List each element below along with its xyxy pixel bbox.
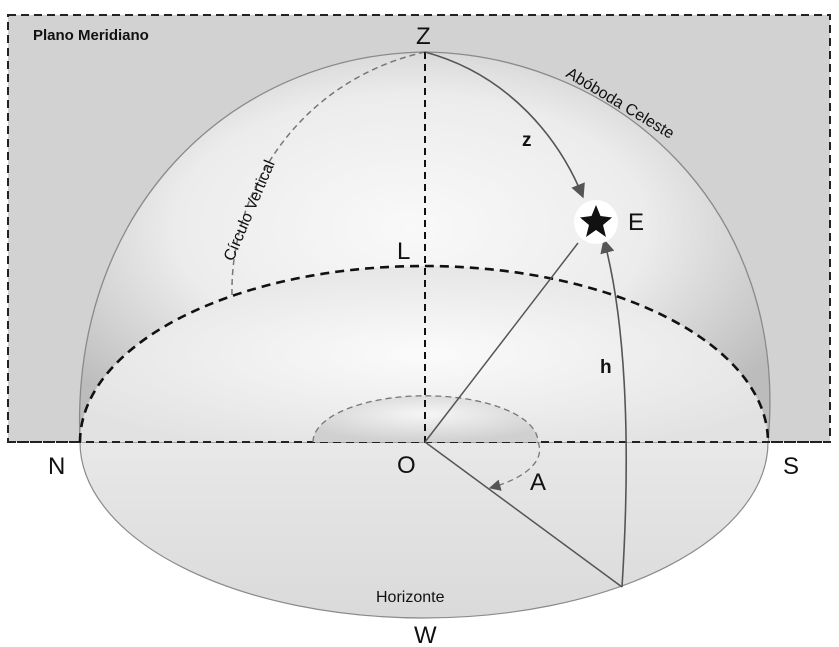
zenith-label: Z bbox=[416, 23, 431, 50]
plane-label: Plano Meridiano bbox=[33, 27, 149, 44]
origin-label: O bbox=[397, 452, 416, 479]
azimuth-arc bbox=[488, 441, 541, 491]
azimuth-label: A bbox=[530, 469, 546, 496]
line-o-to-foot bbox=[424, 441, 623, 588]
south-label: S bbox=[783, 453, 799, 480]
north-label: N bbox=[48, 453, 65, 480]
altitude-label: h bbox=[600, 357, 612, 378]
point-l-label: L bbox=[397, 238, 410, 265]
line-o-to-star bbox=[424, 242, 579, 443]
west-label: W bbox=[414, 622, 437, 647]
zenith-distance-arc bbox=[424, 51, 585, 199]
horizon-back-edge bbox=[78, 264, 770, 443]
zenith-distance-label: z bbox=[522, 130, 532, 151]
altitude-arc bbox=[600, 238, 628, 588]
star-icon bbox=[580, 205, 612, 237]
horizon-disc bbox=[79, 441, 769, 619]
horizon-label: Horizonte bbox=[376, 589, 445, 606]
star-label: E bbox=[628, 209, 644, 236]
vertical-circle bbox=[231, 51, 426, 296]
